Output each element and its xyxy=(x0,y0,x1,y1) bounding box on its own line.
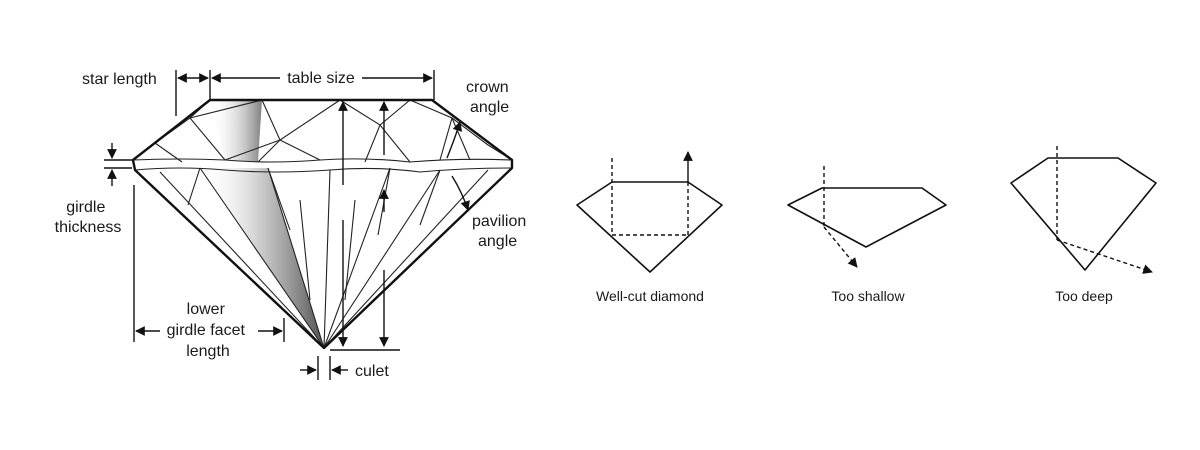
crown-shading xyxy=(210,100,262,162)
large-diamond xyxy=(131,98,514,350)
girdle-lower-edge xyxy=(134,167,513,173)
pavilion-facets xyxy=(159,167,489,349)
too-deep-diagram xyxy=(1010,146,1157,274)
pavilion-angle-arc xyxy=(451,175,470,211)
well-cut-caption: Well-cut diamond xyxy=(596,288,704,304)
star-length-label: star length xyxy=(82,71,157,88)
culet-label: culet xyxy=(355,363,389,380)
crown-facets xyxy=(132,99,513,163)
well-cut-diamond-diagram xyxy=(576,151,723,273)
table-size-label: table size xyxy=(287,70,355,87)
girdle-thickness-label: girdle thickness xyxy=(55,199,122,236)
crown-angle-arc xyxy=(446,121,463,159)
measurement-lines xyxy=(104,70,470,380)
diamond-outline xyxy=(131,98,514,350)
lower-girdle-facet-length-label: lower girdle facet length xyxy=(167,301,250,360)
girdle-upper-edge xyxy=(132,158,513,163)
too-shallow-caption: Too shallow xyxy=(831,288,905,304)
crown-angle-label: crown angle xyxy=(466,79,513,116)
too-shallow-diagram xyxy=(787,166,947,268)
too-deep-caption: Too deep xyxy=(1055,288,1113,304)
pavilion-angle-label: pavilion angle xyxy=(472,213,531,250)
